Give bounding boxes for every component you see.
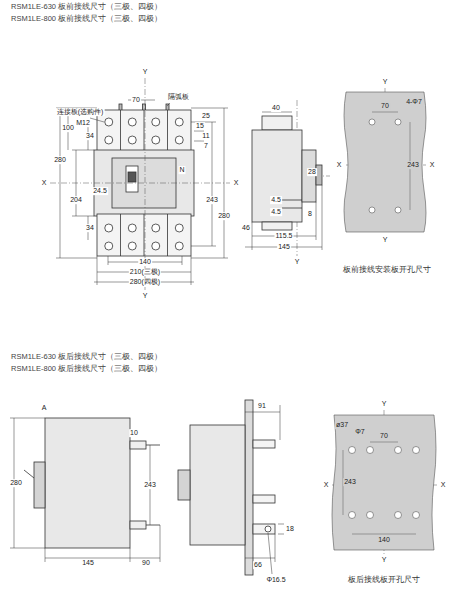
dimension-label: 115.5 — [275, 232, 294, 240]
side-view — [252, 116, 322, 230]
dimension-label: 280(四极) — [129, 278, 161, 286]
dimension-label: 连接板(选购件) — [56, 108, 105, 116]
dimension-label: Y — [142, 292, 149, 300]
dimension-label: 243 — [343, 478, 357, 486]
dimension-label: 28 — [307, 168, 317, 176]
dimension-label: 90 — [141, 559, 151, 567]
section-heading: RSM1LE-630 板前接线尺寸（三极、四极） — [10, 3, 163, 11]
dimension-label: X — [336, 161, 343, 169]
rear-side-view — [24, 418, 160, 548]
dimension-label: Φ16.5 — [265, 576, 286, 584]
rear-mount-dimensions — [245, 405, 284, 574]
dimension-label: 70 — [379, 432, 389, 440]
dimension-label: A — [41, 404, 48, 412]
dimension-label: 70 — [131, 96, 141, 104]
view-caption: 板后接线板开孔尺寸 — [347, 576, 421, 585]
side-dimensions — [245, 112, 322, 250]
dimension-label: 145 — [81, 559, 95, 567]
dimension-label: 140 — [138, 258, 152, 266]
section-heading: RSM1LE-630 板后接线尺寸（三极、四极） — [10, 353, 163, 361]
dimension-label: 10 — [129, 429, 139, 437]
dimension-label: Φ7 — [354, 428, 365, 436]
dimension-label: ø37 — [335, 421, 349, 429]
dimension-label: 11 — [201, 132, 210, 140]
dimension-label: Y — [382, 236, 389, 244]
dimension-label: 280 — [9, 479, 23, 487]
dimension-label: Y — [381, 400, 388, 408]
dimension-label: 隔弧板 — [167, 93, 190, 101]
dimension-label: X — [429, 161, 436, 169]
dimension-label: 46 — [241, 224, 251, 232]
dimension-label: X — [41, 179, 48, 187]
panel-cutout — [344, 92, 426, 232]
dimension-label: 8 — [307, 210, 313, 218]
dimension-label: 140 — [377, 536, 391, 544]
dimension-label: 25 — [201, 112, 211, 120]
rear-side-dimensions — [10, 418, 160, 562]
dimension-label: 40 — [271, 104, 281, 112]
dimension-label: 4.5 — [270, 208, 282, 216]
dimension-label: 34 — [85, 224, 95, 232]
view-caption: 板前接线安装板开孔尺寸 — [342, 266, 432, 275]
dimension-label: 91 — [257, 402, 267, 410]
dimension-label: 7 — [203, 142, 209, 150]
dimension-label: 204 — [69, 196, 83, 204]
dimension-label: N — [178, 166, 185, 174]
dimension-lines — [56, 100, 228, 285]
section-heading: RSM1LE-800 板前接线尺寸（三极、四极） — [10, 15, 163, 23]
dimension-label: Y — [381, 556, 388, 564]
dimension-label: X — [233, 179, 240, 187]
dimension-label: X — [440, 481, 447, 489]
dimension-label: 243 — [406, 161, 420, 169]
dimension-label: 4.5 — [270, 196, 282, 204]
dimension-label: Y — [142, 68, 149, 76]
dimension-label: 280 — [217, 212, 231, 220]
section-heading: RSM1LE-800 板后接线尺寸（三极、四极） — [10, 365, 163, 373]
dimension-label: 145 — [277, 243, 291, 251]
dimension-label: 4-Φ7 — [405, 98, 423, 106]
dimension-label: Y — [294, 258, 301, 266]
front-view — [94, 104, 194, 256]
dimension-label: 100 — [61, 124, 75, 132]
rear-mount-view — [178, 400, 275, 575]
dimension-label: 210(三极) — [129, 268, 161, 276]
dimension-label: 243 — [143, 481, 157, 489]
dimension-label: Y — [382, 78, 389, 86]
dimension-label: 24.5 — [92, 187, 108, 195]
dimension-label: 66 — [253, 561, 263, 569]
dimension-label: 15 — [195, 122, 205, 130]
dimension-label: M12 — [75, 119, 91, 127]
rear-panel-cutout — [332, 415, 436, 550]
dimension-label: 70 — [380, 102, 390, 110]
dimension-label: 34 — [85, 132, 95, 140]
dimension-label: 280 — [53, 156, 67, 164]
dimension-label: 18 — [285, 525, 295, 533]
dimension-label: X — [323, 481, 330, 489]
dimension-label: 243 — [205, 196, 219, 204]
